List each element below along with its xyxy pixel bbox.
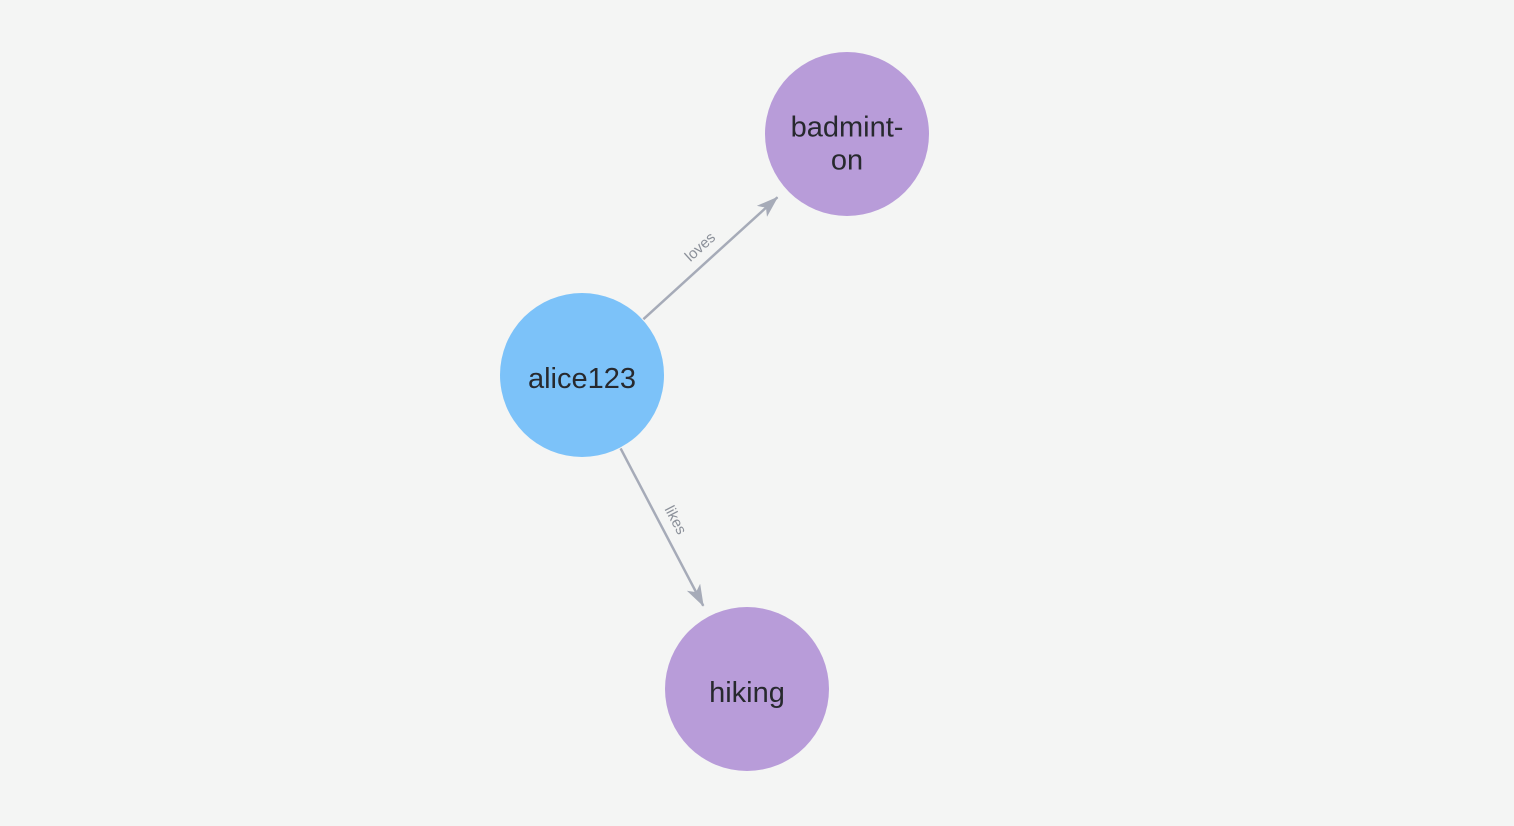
edge-line[interactable] xyxy=(642,196,779,321)
node-alice123[interactable]: alice123 xyxy=(500,293,664,457)
node-badminton[interactable]: badmint-on xyxy=(765,52,929,216)
node-circle[interactable] xyxy=(765,52,929,216)
edge-loves[interactable]: loves xyxy=(642,196,779,321)
edge-likes[interactable]: likes xyxy=(619,447,705,607)
node-hiking[interactable]: hiking xyxy=(665,607,829,771)
node-circle[interactable] xyxy=(665,607,829,771)
edge-line[interactable] xyxy=(619,447,705,607)
node-circle[interactable] xyxy=(500,293,664,457)
edge-label: loves xyxy=(682,229,719,265)
